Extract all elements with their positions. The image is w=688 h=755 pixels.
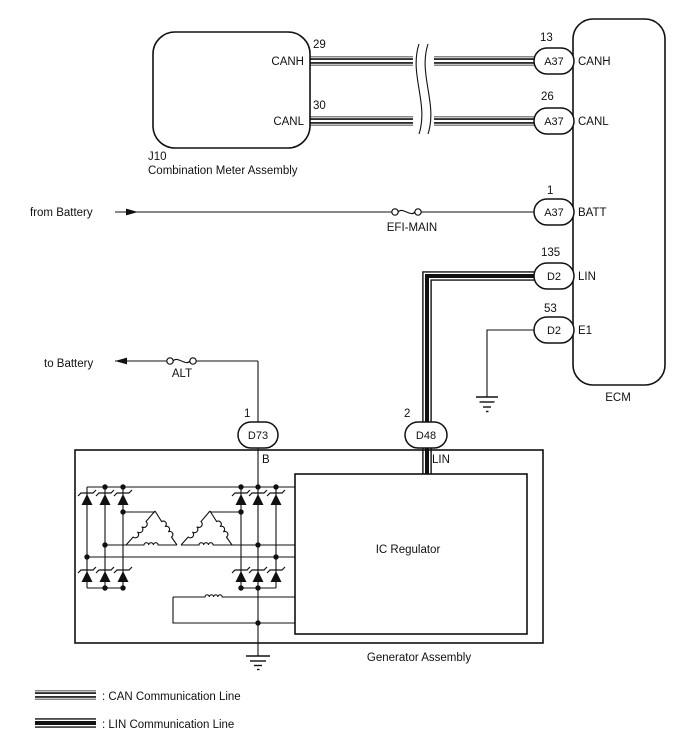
connector-code: D2 [547, 271, 561, 283]
e1-ground-wire [486, 329, 534, 397]
connector-d48: D48 [404, 421, 448, 449]
meter-pin-30: 30 [313, 100, 326, 112]
connector-d73: D73 [237, 421, 279, 449]
arrow-left-icon [115, 357, 127, 365]
ecm-name: ECM [605, 392, 631, 404]
meter-name: Combination Meter Assembly [148, 165, 298, 177]
efi-main-fuse-icon [391, 208, 422, 216]
ecm-box [572, 18, 666, 386]
connector-code: A37 [544, 207, 564, 219]
stator-winding-icon-right [180, 510, 233, 546]
alternator-b-wire [115, 360, 259, 656]
combination-meter-box [152, 31, 311, 149]
field-coil-icon [172, 594, 295, 624]
connector-a37-canl: A37 [533, 107, 575, 135]
ic-regulator-box [294, 473, 528, 635]
connector-code: A37 [544, 116, 564, 128]
ecm-pin-135: 135 [541, 247, 560, 259]
ecm-pin-53: 53 [544, 303, 557, 315]
ecm-batt-label: BATT [578, 207, 607, 219]
ecm-e1-label: E1 [578, 325, 592, 337]
efi-main-fuse-label: EFI-MAIN [387, 222, 437, 234]
to-battery-label: to Battery [44, 358, 93, 370]
ground-icon-e1 [476, 396, 498, 413]
legend-can-label: : CAN Communication Line [102, 691, 241, 703]
generator-name: Generator Assembly [367, 652, 471, 664]
wire-break-icon [415, 43, 432, 135]
connector-d2-lin: D2 [533, 262, 575, 290]
meter-canh-label: CANH [271, 56, 304, 68]
connector-code: D73 [248, 430, 268, 442]
connector-a37-canh: A37 [533, 47, 575, 75]
connector-a37-batt: A37 [533, 198, 575, 226]
arrow-right-icon [126, 208, 138, 216]
ecm-canh-label: CANH [578, 56, 611, 68]
generator-lin-label: LIN [432, 454, 450, 466]
ecm-pin-26: 26 [541, 91, 554, 103]
alt-fuse-label: ALT [172, 368, 192, 380]
ecm-lin-label: LIN [578, 271, 596, 283]
connector-code: A37 [544, 56, 564, 68]
junction-dots [84, 484, 279, 626]
diode-icons [77, 489, 286, 582]
legend-can-item: : CAN Communication Line [35, 690, 241, 703]
legend-lin-item: : LIN Communication Line [35, 718, 234, 731]
connector-code: D2 [547, 325, 561, 337]
connector-code: D48 [416, 430, 436, 442]
generator-pin-2: 2 [404, 408, 410, 420]
generator-b-label: B [262, 454, 270, 466]
connector-d2-e1: D2 [533, 316, 575, 344]
ecm-canl-label: CANL [578, 116, 609, 128]
lin-line [422, 271, 534, 474]
ecm-pin-13: 13 [540, 32, 553, 44]
meter-canl-label: CANL [273, 116, 304, 128]
generator-box [74, 449, 544, 644]
ground-icon-generator [246, 655, 270, 671]
generator-pin-1: 1 [244, 408, 250, 420]
meter-pin-29: 29 [313, 39, 326, 51]
ic-regulator-label: IC Regulator [376, 544, 441, 556]
stator-winding-icon-left [125, 510, 178, 546]
alt-fuse-icon [166, 357, 197, 365]
ecm-pin-1: 1 [547, 185, 553, 197]
meter-code: J10 [148, 151, 167, 163]
from-battery-label: from Battery [30, 207, 93, 219]
legend-lin-label: : LIN Communication Line [102, 719, 234, 731]
